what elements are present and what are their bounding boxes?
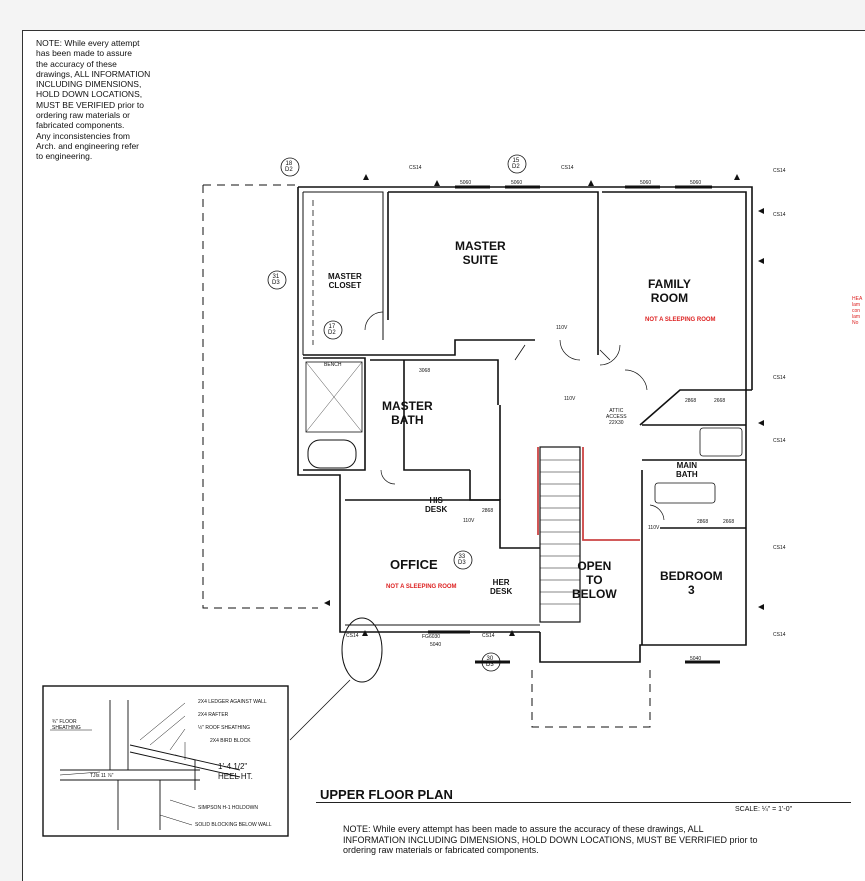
window-size-1: 5060 (460, 180, 472, 186)
top-note: NOTE: While every attempt has been made … (36, 38, 151, 162)
strap-cs14-8: CS14 (773, 632, 786, 638)
detail-ledger: 2X4 LEDGER AGAINST WALL (198, 699, 267, 705)
window-size-3: 5060 (640, 180, 652, 186)
strap-cs14-6: CS14 (773, 438, 786, 444)
bottom-note: NOTE: While every attempt has been made … (343, 824, 758, 855)
room-office: OFFICE (390, 557, 438, 572)
attic-access-label: ATTIC ACCESS 22X30 (606, 408, 627, 426)
detail-rafter: 2X4 RAFTER (198, 712, 229, 718)
detail-holdown: SIMPSON H-1 HOLDOWN (198, 805, 259, 811)
room-main-bath: MAIN BATH (676, 461, 698, 480)
door-size-3: 2668 (714, 398, 726, 404)
strap-cs14-7: CS14 (773, 545, 786, 551)
detail-floor-sheathing: ¾" FLOOR SHEATHING (52, 719, 81, 731)
open-to-below-label: OPEN TO BELOW (572, 559, 617, 601)
strap-cs14-1: CS14 (409, 165, 422, 171)
room-family: FAMILY ROOM (648, 277, 691, 305)
window-size-5: 5040 (430, 642, 442, 648)
detail-heel-height: 1'-4 1/2" HEEL HT. (218, 762, 253, 781)
callout-18-d2: 18 D2 (285, 161, 293, 173)
her-desk-label: HER DESK (490, 578, 513, 597)
callout-17-d2: 17 D2 (328, 324, 336, 336)
outlet-110v-3: 110V (463, 518, 475, 524)
callout-33-d3: 33 D3 (458, 554, 466, 566)
title-underline (316, 802, 851, 803)
side-red-note: HEA lam con lam No (852, 296, 863, 326)
callout-15-d2: 15 D2 (512, 158, 520, 170)
door-size-2: 2868 (685, 398, 697, 404)
strap-cs14-10: CS14 (482, 633, 495, 639)
window-size-2: 5060 (511, 180, 523, 186)
strap-cs14-3: CS14 (773, 168, 786, 174)
office-warning: NOT A SLEEPING ROOM (386, 584, 457, 590)
plan-title: UPPER FLOOR PLAN (320, 787, 453, 802)
room-master-closet: MASTER CLOSET (328, 272, 362, 291)
door-size-4: 2868 (482, 508, 494, 514)
detail-blocking: SOLID BLOCKING BELOW WALL (195, 822, 272, 828)
door-size-5: 2868 (697, 519, 709, 525)
callout-30-d3: 30 D3 (486, 656, 494, 668)
drawing-sheet (22, 30, 865, 881)
outlet-110v-1: 110V (564, 396, 576, 402)
door-size-6: 2668 (723, 519, 735, 525)
window-size-4: 5060 (690, 180, 702, 186)
callout-31-d3: 31 D3 (272, 274, 280, 286)
room-master-bath: MASTER BATH (382, 399, 433, 427)
door-size-1: 3068 (419, 368, 431, 374)
strap-cs14-4: CS14 (773, 212, 786, 218)
strap-cs14-9: CS14 (346, 633, 359, 639)
outlet-110v-2: 110V (556, 325, 568, 331)
window-size-6: 5040 (690, 656, 702, 662)
strap-cs14-5: CS14 (773, 375, 786, 381)
window-fixed: FG6030 (422, 634, 441, 640)
room-master-suite: MASTER SUITE (455, 239, 506, 267)
detail-roof-sheathing: ½" ROOF SHEATHING (198, 725, 250, 731)
his-desk-label: HIS DESK (425, 496, 448, 515)
bench-label: BENCH (324, 362, 342, 368)
outlet-110v-4: 110V (648, 525, 660, 531)
room-bedroom-3: BEDROOM 3 (660, 569, 723, 597)
strap-cs14-2: CS14 (561, 165, 574, 171)
detail-bird-block: 2X4 BIRD BLOCK (210, 738, 251, 744)
family-warning: NOT A SLEEPING ROOM (645, 317, 716, 323)
detail-tji: TJIs 11 ⅞" (90, 773, 114, 779)
scale-label: SCALE: ¼" = 1'-0" (735, 806, 793, 813)
